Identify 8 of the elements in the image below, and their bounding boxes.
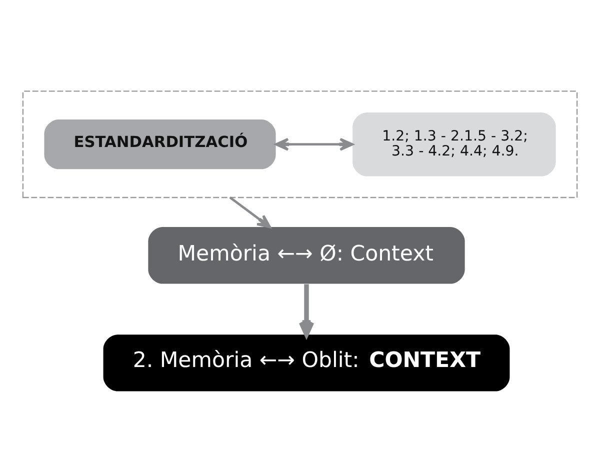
node-box: 2. Memòria ←→ Oblit: CONTEXT: [103, 334, 510, 392]
arrow: [298, 284, 314, 337]
cluster: [22, 90, 578, 198]
node-box: Memòria ←→ Ø: Context: [148, 227, 465, 284]
arrow: [274, 138, 354, 151]
node-box: 1.2; 1.3 - 2.1.5 - 3.2; 3.3 - 4.2; 4.4; 4.9.: [352, 112, 556, 176]
arrow: [229, 196, 271, 228]
node-box: ESTANDARDITZACIÓ: [44, 120, 276, 170]
